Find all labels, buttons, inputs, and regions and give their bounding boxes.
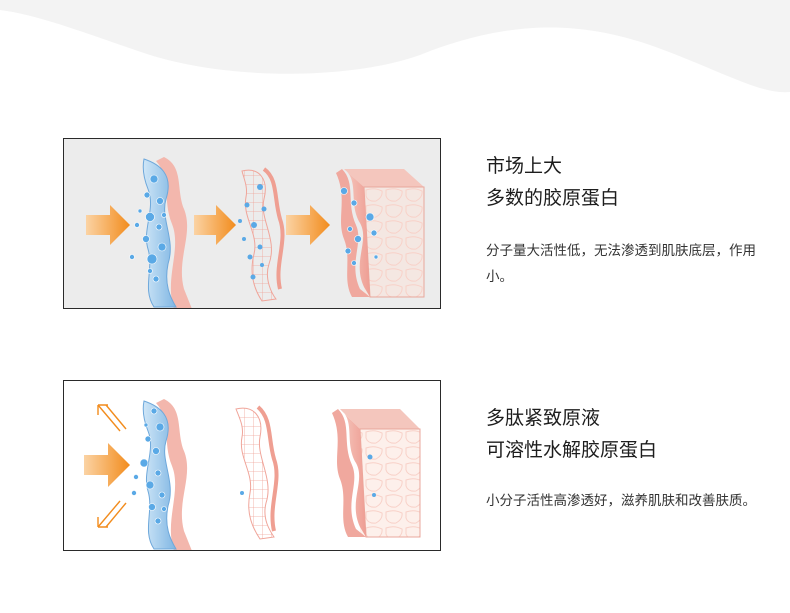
arrow-icon (286, 205, 330, 245)
arrow-icon (97, 500, 127, 528)
arrow-icon (194, 205, 236, 245)
common-collagen-copy: 市场上大 多数的胶原蛋白 分子量大活性低，无法渗透到肌肤底层，作用小。 (486, 150, 766, 290)
comparison-illustration-panel-peptide-serum (63, 380, 441, 551)
description: 分子量大活性低，无法渗透到肌肤底层，作用小。 (486, 243, 756, 285)
headline-line: 市场上大 (486, 155, 563, 177)
skin-tissue-block-illustration (336, 169, 425, 298)
description: 小分子活性高渗透好，滋养肌肤和改善肤质。 (486, 493, 756, 509)
skin-layer-with-water-illustration (131, 399, 192, 550)
headline-line: 可溶性水解胶原蛋白 (486, 439, 658, 461)
dermis-mesh-illustration (238, 167, 285, 302)
headline: 多肽紧致原液 可溶性水解胶原蛋白 (486, 402, 766, 466)
arrow-icon (86, 205, 130, 245)
decorative-top-wave (0, 0, 790, 93)
skin-layer-with-water-illustration (129, 157, 192, 308)
skin-tissue-block-illustration (332, 409, 421, 538)
arrow-icon (97, 404, 127, 432)
headline-line: 多数的胶原蛋白 (486, 187, 620, 209)
arrow-icon (84, 443, 130, 487)
headline-line: 多肽紧致原液 (486, 407, 601, 429)
headline: 市场上大 多数的胶原蛋白 (486, 150, 766, 214)
comparison-illustration-panel-common-collagen (63, 138, 441, 309)
dermis-mesh-illustration (235, 405, 279, 540)
peptide-serum-copy: 多肽紧致原液 可溶性水解胶原蛋白 小分子活性高渗透好，滋养肌肤和改善肤质。 (486, 402, 766, 514)
